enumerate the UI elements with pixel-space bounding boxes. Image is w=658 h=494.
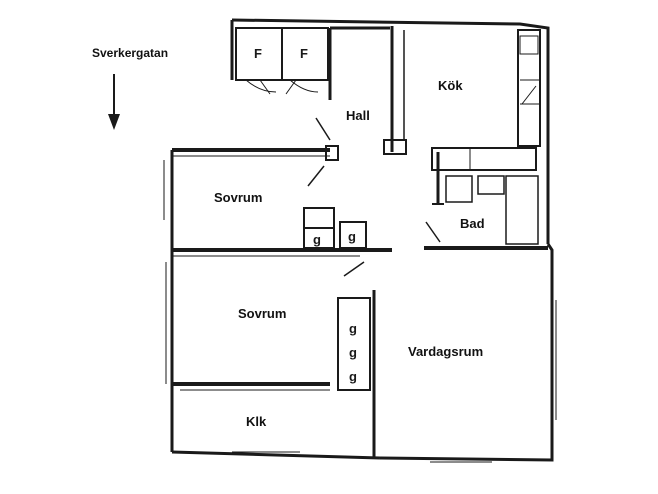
interior-walls xyxy=(172,26,548,458)
arrow-down-icon xyxy=(108,74,120,130)
storage-mark-4: g xyxy=(349,345,357,360)
storage-mark-3: g xyxy=(349,321,357,336)
storage-mark-5: g xyxy=(349,369,357,384)
wardrobe-block xyxy=(235,27,329,95)
street-name: Sverkergatan xyxy=(92,46,169,60)
room-label-bath: Bad xyxy=(460,216,485,231)
door-swings xyxy=(307,117,441,277)
room-label-bedroom-2: Sovrum xyxy=(238,306,287,321)
room-label-closet: Klk xyxy=(246,414,267,429)
room-label-bedroom-1: Sovrum xyxy=(214,190,263,205)
wardrobe-mark-1: F xyxy=(254,46,262,61)
windows xyxy=(163,160,557,463)
room-label-hall: Hall xyxy=(346,108,370,123)
room-label-kitchen: Kök xyxy=(438,78,463,93)
outer-walls xyxy=(170,18,554,462)
storage-mark-2: g xyxy=(348,229,356,244)
room-label-living-room: Vardagsrum xyxy=(408,344,484,359)
wardrobe-mark-2: F xyxy=(300,46,308,61)
storage-block-bedroom-1 xyxy=(303,207,367,249)
storage-mark-1: g xyxy=(313,232,321,247)
